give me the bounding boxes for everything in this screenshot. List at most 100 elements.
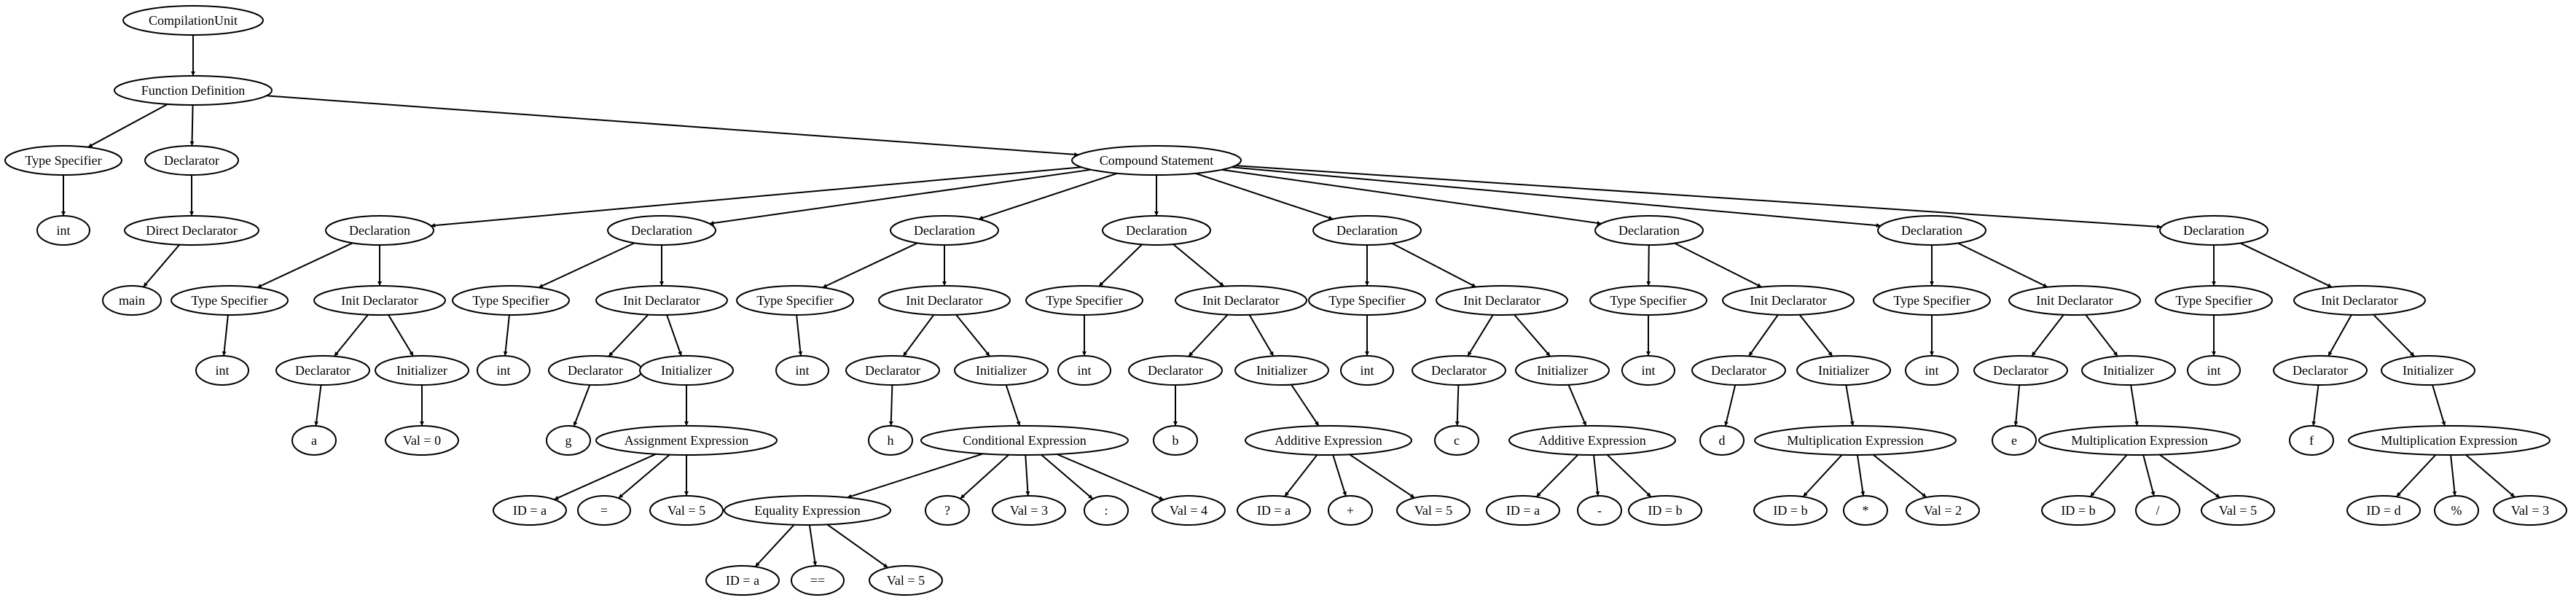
node-type-specifier: Type Specifier: [1308, 285, 1426, 316]
node-ellipse: [1691, 355, 1786, 386]
node-ellipse: [291, 425, 337, 456]
node-symbol: %: [2434, 495, 2479, 526]
node-ellipse: [102, 285, 162, 316]
edge-d7ini-to-d7me: [2130, 384, 2139, 427]
node-label: Assignment Expression: [625, 433, 749, 448]
node-id-b: ID = b: [1753, 495, 1828, 526]
node-symbol: -: [1577, 495, 1622, 526]
node-label: Init Declarator: [341, 293, 418, 308]
node-ellipse: [477, 355, 531, 386]
node-symbol: :: [1084, 495, 1129, 526]
node-ellipse: [2493, 495, 2567, 526]
node-ellipse: [1308, 285, 1426, 316]
node-label: Initializer: [1537, 363, 1588, 378]
node-label: Type Specifier: [191, 293, 267, 308]
edge-d5id-to-d5dec: [1467, 314, 1494, 357]
node-label: ID = a: [1506, 503, 1540, 518]
node-label: ==: [810, 573, 825, 588]
node-f: f: [2289, 425, 2334, 456]
node-id-d: ID = d: [2346, 495, 2421, 526]
node-label: Type Specifier: [2175, 293, 2252, 308]
edge-d3ee-to-d3ev5: [826, 524, 889, 569]
node-label: Init Declarator: [1463, 293, 1540, 308]
node-symbol: =: [577, 495, 631, 526]
node-ellipse: [1025, 285, 1143, 316]
node-g: g: [546, 425, 591, 456]
node-init-declarator: Init Declarator: [1436, 285, 1568, 316]
node-init-declarator: Init Declarator: [2008, 285, 2141, 316]
edge-d3id-to-d3ini: [955, 314, 991, 357]
node-ellipse: [2081, 355, 2176, 386]
node-val-5: Val = 5: [1396, 495, 1471, 526]
node-ellipse: [2346, 495, 2421, 526]
node-ellipse: [2434, 495, 2479, 526]
node-declaration: Declaration: [2159, 215, 2268, 246]
node-label: Declarator: [1711, 363, 1766, 378]
node-ellipse: [925, 495, 970, 526]
node-int: int: [477, 355, 531, 386]
edge-d3dec-to-d3h: [888, 384, 893, 427]
edge-d8ini-to-d8me: [2432, 384, 2446, 427]
node-declaration: Declaration: [607, 215, 716, 246]
edge-d4ae-to-d4plus: [1332, 454, 1347, 497]
node-label: Multiplication Expression: [2071, 433, 2207, 448]
node-label: b: [1172, 433, 1179, 448]
node-ellipse: [1396, 495, 1471, 526]
node-ellipse: [1237, 495, 1311, 526]
edge-d1ts-to-d1int: [222, 314, 229, 357]
node-label: ID = b: [2061, 503, 2095, 518]
node-ellipse: [1436, 285, 1568, 316]
edge-d8id-to-d8ini: [2373, 314, 2415, 357]
node-ellipse: [639, 355, 734, 386]
node-label: Declarator: [295, 363, 351, 378]
node-declaration: Declaration: [890, 215, 999, 246]
edge-d4id-to-d4ini: [1248, 314, 1275, 357]
edge-d7me-to-d7idb: [2089, 454, 2128, 497]
node-label: int: [795, 363, 809, 378]
node-ellipse: [171, 285, 289, 316]
edge-cs-to-d3: [978, 172, 1118, 220]
edge-d8me-to-d8idd: [2395, 454, 2437, 497]
edge-d3ce-to-d3q: [960, 454, 1009, 499]
edge-cs-to-d8: [1235, 165, 2162, 229]
node-label: Type Specifier: [472, 293, 549, 308]
edges-layer: [61, 35, 2516, 569]
edge-d8dec-to-d8f: [2311, 384, 2319, 427]
node-ellipse: [325, 215, 434, 246]
node-id-a: ID = a: [1486, 495, 1560, 526]
node-label: Declarator: [164, 153, 219, 168]
node-ellipse: [1594, 215, 1704, 246]
edge-d8me-to-d8pct: [2450, 454, 2457, 497]
node-multiplication-expression: Multiplication Expression: [1754, 425, 1957, 456]
node-int: int: [1340, 355, 1394, 386]
edge-d5id-to-d5ini: [1514, 314, 1551, 357]
node-label: Multiplication Expression: [2381, 433, 2517, 448]
edge-d3-to-d3ts: [822, 242, 918, 289]
node-label: Initializer: [2103, 363, 2154, 378]
node-label: CompilationUnit: [149, 13, 238, 28]
node-ellipse: [577, 495, 631, 526]
node-initializer: Initializer: [639, 355, 734, 386]
node-type-specifier: Type Specifier: [171, 285, 289, 316]
node-ellipse: [2201, 495, 2275, 526]
node-label: ID = a: [513, 503, 547, 518]
node-label: /: [2156, 503, 2159, 518]
node-h: h: [868, 425, 913, 456]
edge-d7dec-to-d7e: [2013, 384, 2021, 427]
node-ellipse: [1071, 145, 1242, 176]
edge-dd0-to-main: [142, 244, 180, 288]
node-label: ID = b: [1648, 503, 1682, 518]
node-c: c: [1434, 425, 1479, 456]
node-ellipse: [4, 145, 122, 176]
node-ellipse: [954, 355, 1049, 386]
node-ellipse: [1621, 355, 1675, 386]
edge-d1-to-d1ts: [257, 242, 353, 289]
edge-d4ae-to-d4ida: [1284, 454, 1318, 497]
node-ellipse: [1754, 425, 1957, 456]
node-a: a: [291, 425, 337, 456]
node-function-definition: Function Definition: [114, 75, 273, 106]
node-label: =: [600, 503, 608, 518]
node-label: c: [1454, 433, 1460, 448]
node-ellipse: [493, 495, 567, 526]
